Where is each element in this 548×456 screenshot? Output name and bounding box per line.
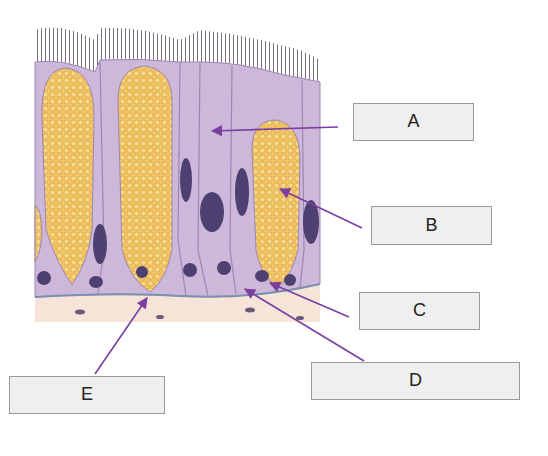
callout-letter: B <box>425 215 437 237</box>
cell-borders <box>98 62 304 296</box>
nuclei <box>37 158 319 288</box>
leader-arrows <box>95 127 364 374</box>
label-box: E <box>9 376 165 414</box>
callout-letter: C <box>413 300 426 322</box>
callout-letter: D <box>409 370 422 392</box>
goblet-cells <box>35 66 300 292</box>
label-box: A <box>353 103 474 141</box>
columnar-cells <box>35 59 320 297</box>
label-box: D <box>311 362 520 400</box>
tissue-nuclei <box>75 308 304 321</box>
label-box: B <box>371 206 492 245</box>
callout-letter: E <box>81 384 93 406</box>
label-box: C <box>359 292 480 330</box>
callout-letter: A <box>407 111 419 133</box>
